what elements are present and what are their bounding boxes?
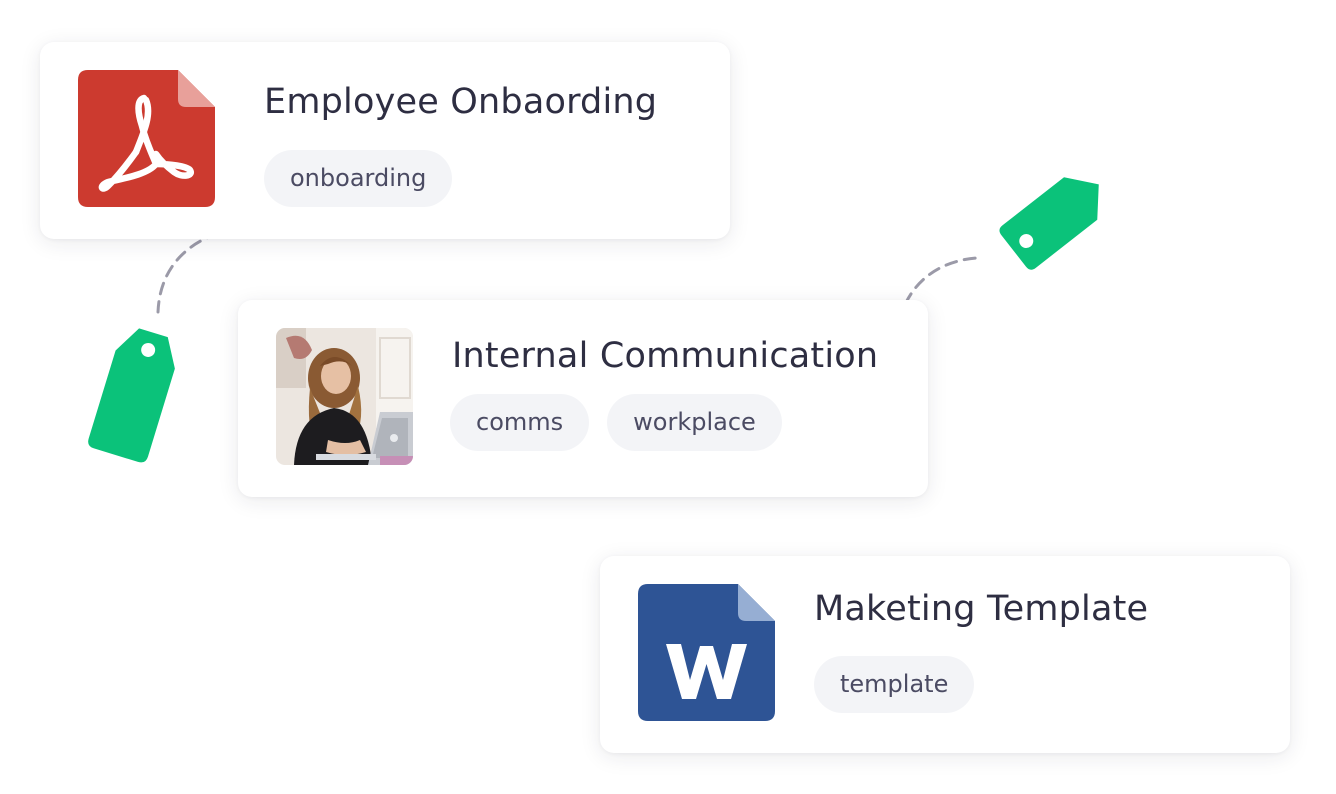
tag-list: template bbox=[814, 656, 975, 713]
document-title: Employee Onbaording bbox=[264, 82, 658, 122]
tag-chip[interactable]: comms bbox=[450, 394, 590, 451]
tag-list: onboarding bbox=[264, 150, 453, 207]
document-title: Maketing Template bbox=[814, 589, 1149, 629]
tag-chip[interactable]: onboarding bbox=[264, 150, 453, 207]
tag-chip[interactable]: workplace bbox=[607, 394, 782, 451]
tag-chip[interactable]: template bbox=[814, 656, 975, 713]
document-title: Internal Communication bbox=[452, 336, 879, 376]
pdf-file-icon bbox=[78, 70, 215, 207]
document-card-marketing-template[interactable]: Maketing Template template bbox=[600, 556, 1290, 753]
document-card-employee-onboarding[interactable]: Employee Onbaording onboarding bbox=[40, 42, 730, 239]
price-tag-icon bbox=[88, 328, 175, 463]
tag-list: comms workplace bbox=[450, 394, 782, 451]
price-tag-icon bbox=[999, 177, 1099, 270]
word-file-icon bbox=[638, 584, 775, 721]
photo-thumbnail bbox=[276, 328, 413, 465]
document-card-internal-communication[interactable]: Internal Communication comms workplace bbox=[238, 300, 928, 497]
